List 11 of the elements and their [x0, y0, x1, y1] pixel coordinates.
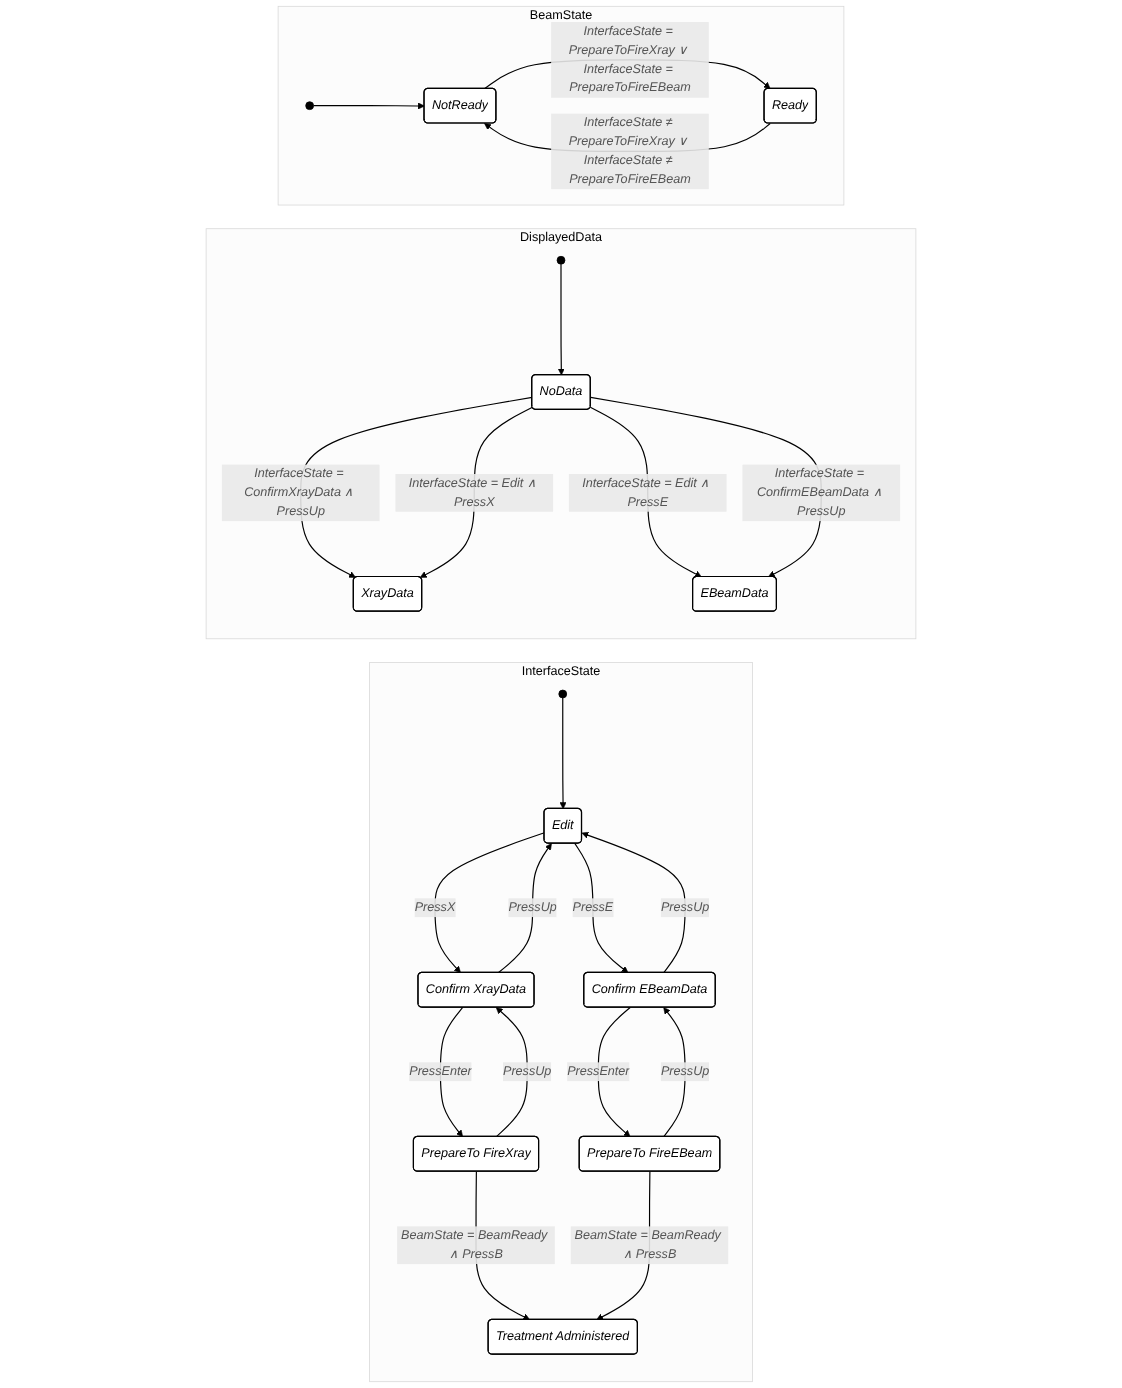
- arrow: [581, 831, 686, 974]
- arrow: [497, 843, 552, 974]
- node-circle: [305, 101, 314, 110]
- arrow: [439, 1006, 464, 1138]
- arrow: [557, 263, 565, 376]
- arrow: [434, 832, 545, 974]
- arrow: [313, 102, 425, 110]
- arrow: [574, 842, 629, 974]
- node-circle: [558, 689, 568, 699]
- arrow: [559, 697, 567, 810]
- node-circle: [556, 255, 566, 265]
